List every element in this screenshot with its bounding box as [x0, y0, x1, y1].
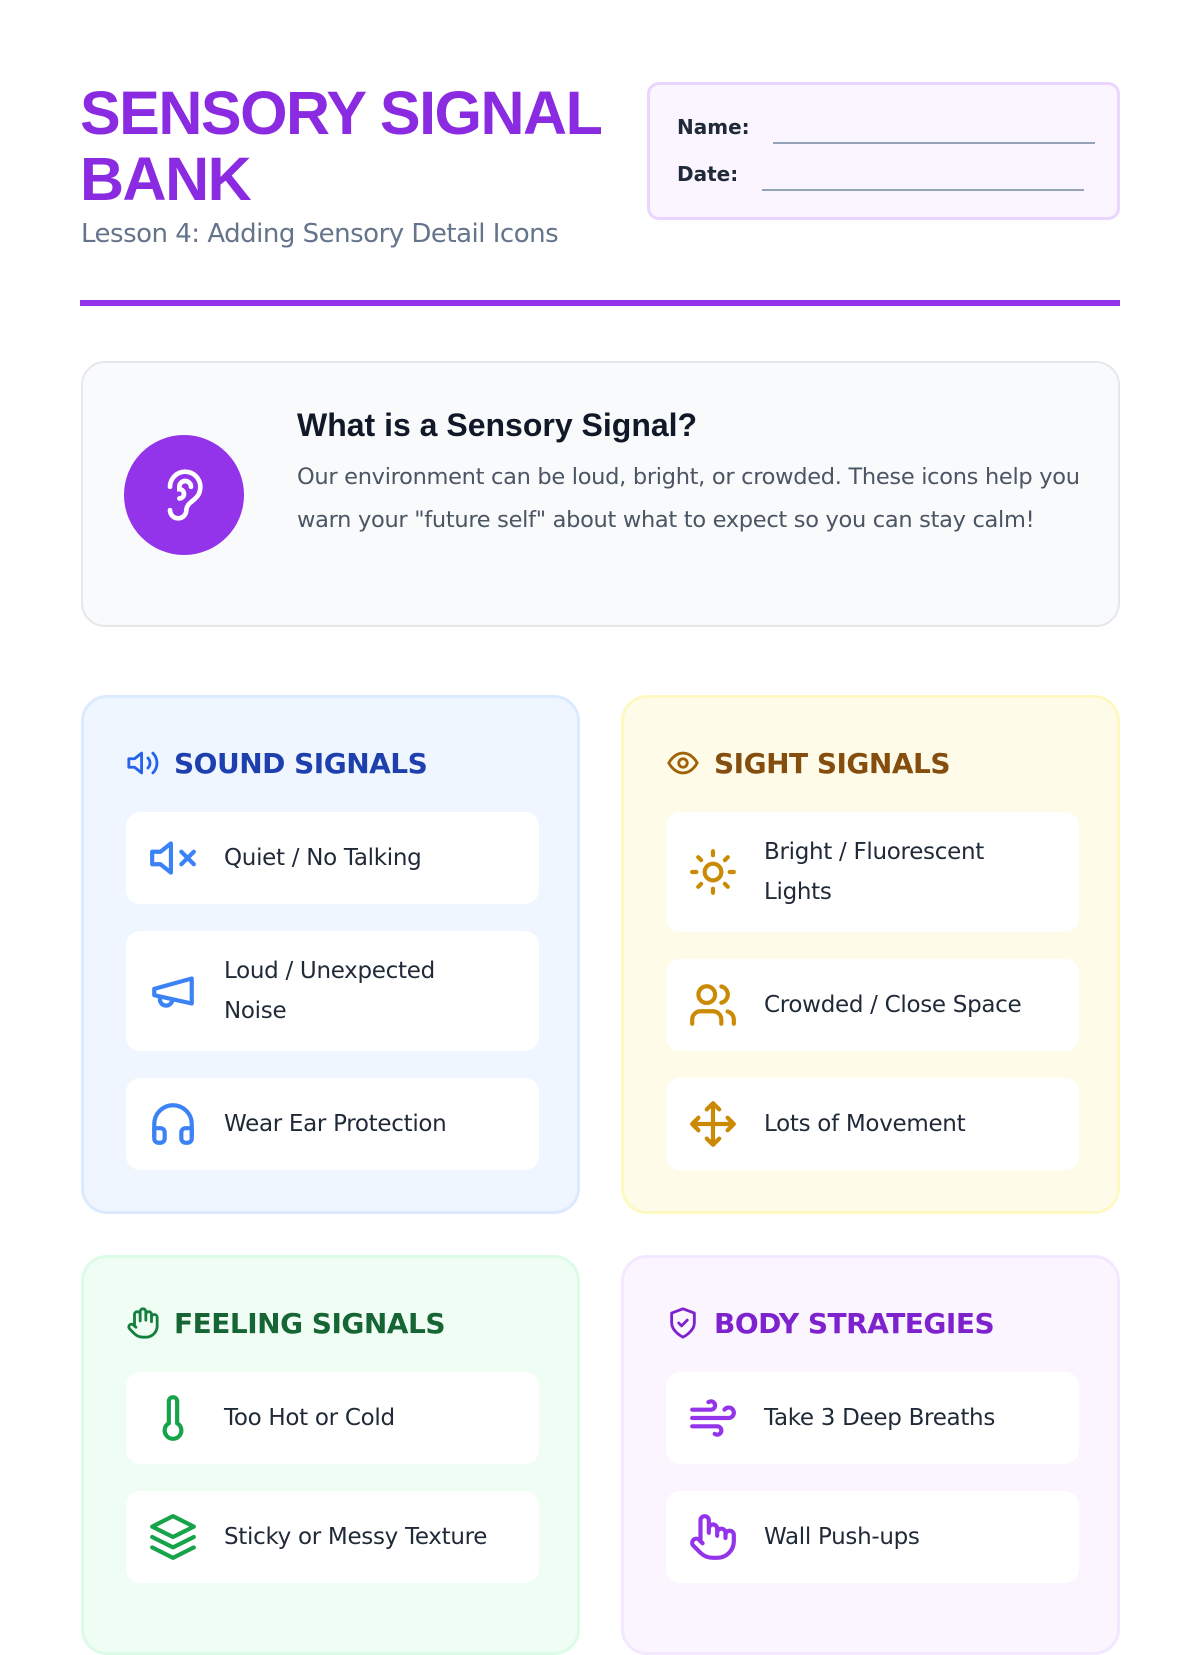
body-strategies-card: BODY STRATEGIES Take 3 Deep Breaths Wall…	[621, 1255, 1120, 1655]
shield-check-icon	[670, 1307, 696, 1339]
headphones-icon	[152, 1103, 194, 1145]
item-label: Lots of Movement	[764, 1111, 966, 1137]
hand-push-icon	[690, 1514, 736, 1560]
signal-item[interactable]: Lots of Movement	[666, 1078, 1079, 1170]
item-label: Loud / Unexpected Noise	[224, 958, 435, 1024]
section-title: BODY STRATEGIES	[714, 1306, 995, 1340]
sun-icon	[690, 849, 736, 895]
strategy-item[interactable]: Wall Push-ups	[666, 1491, 1079, 1583]
mute-icon	[150, 841, 196, 875]
signal-item[interactable]: Loud / Unexpected Noise	[126, 931, 539, 1051]
sound-signals-card: SOUND SIGNALS Quiet / No Talking Loud / …	[81, 695, 580, 1214]
page-title: SENSORY SIGNAL BANK	[80, 79, 602, 213]
move-icon	[690, 1101, 736, 1147]
layers-icon	[150, 1514, 196, 1560]
name-field[interactable]	[773, 142, 1095, 144]
signal-item[interactable]: Sticky or Messy Texture	[126, 1491, 539, 1583]
signal-item[interactable]: Wear Ear Protection	[126, 1078, 539, 1170]
signal-item[interactable]: Crowded / Close Space	[666, 959, 1079, 1051]
hand-icon	[127, 1307, 159, 1339]
name-date-box: Name: Date:	[647, 82, 1120, 220]
eye-icon	[667, 751, 699, 775]
item-label: Too Hot or Cold	[224, 1405, 395, 1431]
name-label: Name:	[677, 115, 750, 139]
item-label: Wear Ear Protection	[224, 1111, 447, 1137]
sight-signals-card: SIGHT SIGNALS Bright / Fluorescent Light…	[621, 695, 1120, 1214]
ear-icon	[124, 435, 244, 555]
thermometer-icon	[162, 1395, 184, 1441]
feeling-signals-card: FEELING SIGNALS Too Hot or Cold Sticky o…	[81, 1255, 580, 1655]
intro-card: What is a Sensory Signal? Our environmen…	[81, 361, 1120, 627]
item-label: Quiet / No Talking	[224, 845, 422, 871]
signal-item[interactable]: Quiet / No Talking	[126, 812, 539, 904]
date-label: Date:	[677, 162, 739, 186]
section-title: FEELING SIGNALS	[174, 1306, 445, 1340]
users-icon	[690, 984, 736, 1026]
header-divider	[80, 300, 1120, 306]
section-title: SOUND SIGNALS	[174, 746, 428, 780]
megaphone-icon	[152, 976, 194, 1008]
item-label: Wall Push-ups	[764, 1524, 920, 1550]
strategy-item[interactable]: Take 3 Deep Breaths	[666, 1372, 1079, 1464]
date-field[interactable]	[762, 189, 1084, 191]
speaker-icon	[127, 751, 159, 775]
intro-heading: What is a Sensory Signal?	[297, 407, 698, 443]
wind-icon	[690, 1399, 736, 1437]
lesson-subtitle: Lesson 4: Adding Sensory Detail Icons	[81, 219, 559, 249]
item-label: Take 3 Deep Breaths	[764, 1405, 996, 1431]
signal-item[interactable]: Bright / Fluorescent Lights	[666, 812, 1079, 932]
item-label: Bright / Fluorescent Lights	[764, 839, 984, 905]
signal-item[interactable]: Too Hot or Cold	[126, 1372, 539, 1464]
intro-body: Our environment can be loud, bright, or …	[297, 464, 1080, 533]
item-label: Crowded / Close Space	[764, 992, 1022, 1018]
section-title: SIGHT SIGNALS	[714, 746, 951, 780]
item-label: Sticky or Messy Texture	[224, 1524, 488, 1550]
